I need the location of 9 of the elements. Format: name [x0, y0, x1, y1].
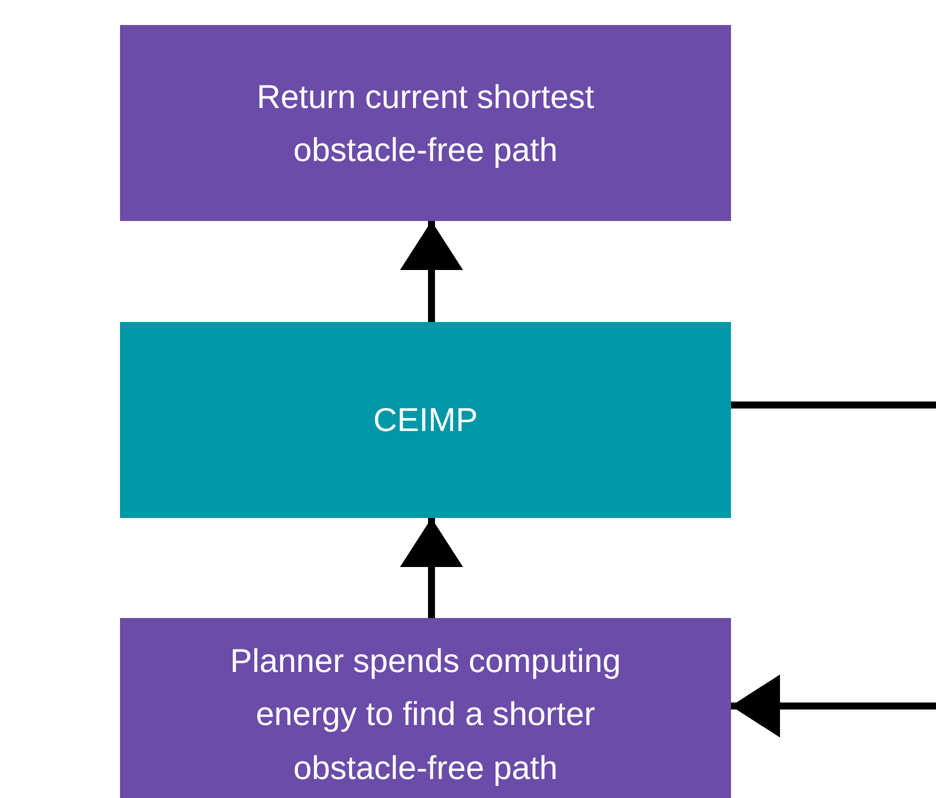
process-box [120, 25, 731, 221]
box-label: CEIMP [373, 400, 478, 440]
box-label: Planner spends computing energy to find a shorter obstacle-free path [229, 641, 622, 788]
process-box [120, 618, 731, 798]
process-box [120, 322, 731, 518]
arrow [731, 674, 936, 738]
arrow [400, 221, 463, 322]
arrow [400, 518, 463, 618]
box-label: Return current shortest obstacle-free path [256, 76, 596, 170]
